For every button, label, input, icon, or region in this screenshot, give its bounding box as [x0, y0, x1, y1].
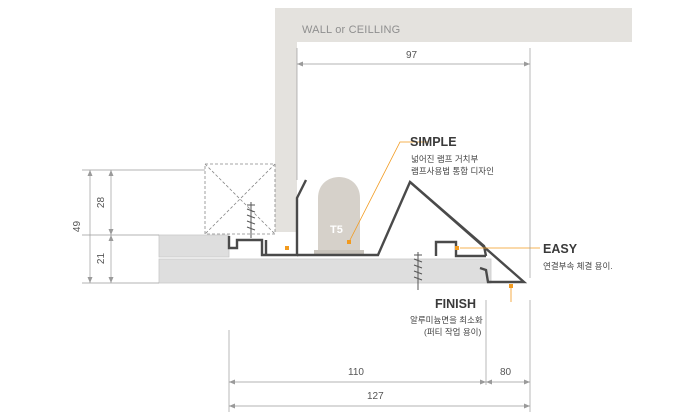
screw-icon: [246, 202, 256, 238]
board-lower: [158, 258, 492, 284]
callout-easy-line-1: 연결부속 체결 용이.: [543, 261, 613, 271]
wall-label: WALL or CEILLING: [302, 24, 401, 36]
callout-finish-title: FINISH: [435, 297, 476, 311]
callout-simple-title: SIMPLE: [410, 135, 457, 149]
lamp-tube: [318, 177, 360, 250]
back-block: [204, 163, 276, 235]
dimension-bottom-total: 127: [367, 391, 384, 402]
dimension-bottom-side: 80: [500, 367, 512, 378]
dimension-arrows: [87, 61, 530, 409]
callout-simple-line-1: 넓어진 램프 거치부: [411, 154, 479, 164]
dimension-left-total: 49: [72, 220, 84, 233]
aluminium-profile: [227, 179, 528, 284]
screw-icon: [413, 252, 423, 290]
lamp-label: T5: [330, 224, 343, 236]
board-upper: [158, 234, 230, 258]
dimension-lines: [82, 48, 531, 412]
dimension-top-width: 97: [406, 50, 418, 61]
callout-easy-title: EASY: [543, 242, 578, 256]
leader-lines: [348, 141, 540, 302]
dimension-left-upper: 28: [96, 196, 108, 209]
callout-simple-line-2: 램프사용법 통합 디자인: [411, 166, 494, 176]
callout-finish-line-2: (퍼티 작업 용이): [424, 327, 482, 337]
wall-shape: [275, 8, 632, 232]
dimension-left-lower: 21: [96, 252, 108, 265]
dimension-bottom-main: 110: [348, 367, 364, 378]
lamp-base: [314, 250, 364, 255]
callout-finish-line-1: 알루미늄면을 최소화: [410, 315, 483, 325]
